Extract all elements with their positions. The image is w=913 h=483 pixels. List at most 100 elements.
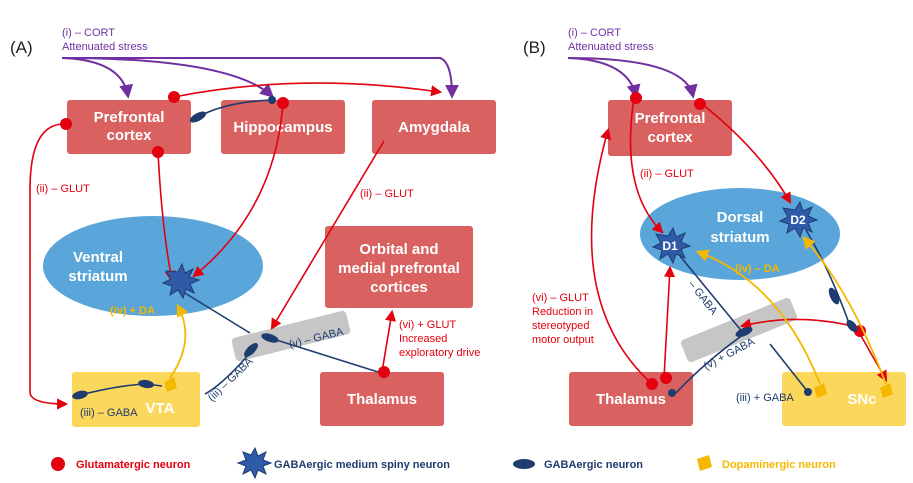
gaba-msn-d1 bbox=[651, 226, 692, 265]
dopaminergic-neuron-vta bbox=[164, 377, 177, 392]
glutamatergic-neuron-pfc-2 bbox=[60, 118, 72, 130]
hippocampus-label: Hippocampus bbox=[233, 119, 332, 136]
hippocampus-to-ventral-striatum-glut bbox=[192, 102, 284, 278]
legend-glutamatergic-label: Glutamatergic neuron bbox=[76, 459, 191, 471]
cort-to-amygdala-arrow bbox=[62, 57, 459, 99]
gaba-msn-ventral-striatum bbox=[161, 262, 201, 300]
gaba-terminal-thalamus-b bbox=[668, 389, 676, 397]
prefrontal-cortex-box bbox=[67, 100, 191, 154]
da-label-a: (iv) + DA bbox=[110, 305, 155, 317]
ventral-striatum-label-2: striatum bbox=[68, 268, 127, 285]
panel-b: (B) (i) – CORT Attenuated stress Prefron… bbox=[523, 27, 906, 426]
glutamatergic-neuron-hippocampus bbox=[277, 97, 289, 109]
prefrontal-cortex-b-label-2: cortex bbox=[647, 129, 693, 146]
band-to-thalamus-gaba bbox=[269, 337, 379, 373]
orbital-pfc-label-3: cortices bbox=[370, 279, 428, 296]
pfc-to-d1-glut bbox=[629, 97, 664, 234]
gaba-band-b bbox=[681, 297, 797, 363]
glut-label-left: (ii) – GLUT bbox=[36, 183, 90, 195]
thalamus-to-pfc-glut bbox=[590, 127, 653, 385]
gabaergic-neuron-pfc bbox=[189, 111, 207, 123]
snc-box bbox=[782, 372, 906, 426]
cort-to-pfc-b-arrow-2 bbox=[567, 57, 698, 99]
gabaergic-neuron-band-1 bbox=[261, 333, 279, 343]
dorsal-striatum-label-1: Dorsal bbox=[717, 209, 764, 226]
ventral-striatum-to-band-gaba bbox=[179, 289, 251, 334]
glutamatergic-neuron-thalamus-b-1 bbox=[646, 378, 658, 390]
legend-dopaminergic-label: Dopaminergic neuron bbox=[722, 459, 836, 471]
cort-to-hippocampus-arrow bbox=[61, 57, 275, 98]
amygdala-box bbox=[372, 100, 496, 154]
glut-vi-label-b-4: motor output bbox=[532, 334, 594, 346]
ventral-striatum-region bbox=[43, 216, 263, 316]
band-to-snc-gaba bbox=[769, 343, 809, 393]
gaba-band-a bbox=[231, 310, 351, 362]
snc-to-d2-da bbox=[802, 236, 887, 385]
orbital-medial-pfc-box bbox=[325, 226, 473, 308]
gaba-iii-diag-label: (iii) – GABA bbox=[206, 355, 256, 404]
gabaergic-neuron-vta-1 bbox=[72, 390, 88, 400]
legend-gabaergic-label: GABAergic neuron bbox=[544, 459, 643, 471]
glut-ii-label-b: (ii) – GLUT bbox=[640, 168, 694, 180]
cort-to-pfc-b-arrow-1 bbox=[567, 57, 641, 99]
prefrontal-cortex-label-1: Prefrontal bbox=[94, 109, 165, 126]
gaba-iii-label-b: (iii) + GABA bbox=[736, 392, 794, 404]
glutamatergic-neuron-thalamus-a bbox=[378, 366, 390, 378]
panel-b-letter: (B) bbox=[523, 38, 546, 57]
gabaergic-neuron-band-2 bbox=[244, 343, 258, 357]
prefrontal-cortex-box-b bbox=[608, 100, 732, 156]
pfc-to-ventral-striatum-glut bbox=[157, 151, 176, 283]
gabaergic-neuron-d2-path bbox=[828, 287, 840, 305]
panel-a: (A) (i) – CORT Attenuated stress Prefron… bbox=[10, 27, 496, 427]
legend-glutamatergic-icon bbox=[51, 457, 65, 471]
amygdala-label: Amygdala bbox=[398, 119, 470, 136]
snc-to-d1-da bbox=[695, 249, 821, 385]
vta-label: VTA bbox=[146, 400, 175, 417]
glut-vi-label-b-3: stereotyped bbox=[532, 320, 589, 332]
legend-gabaergic-icon bbox=[513, 459, 535, 469]
d2-label: D2 bbox=[790, 213, 806, 227]
gaba-iii-vta-label: (iii) – GABA bbox=[80, 407, 138, 419]
thalamus-label-b: Thalamus bbox=[596, 391, 666, 408]
glutamatergic-neuron-thalamus-b-2 bbox=[660, 372, 672, 384]
thalamus-to-d1-glut bbox=[663, 265, 676, 379]
orbital-pfc-label-1: Orbital and bbox=[359, 241, 438, 258]
ventral-striatum-label-1: Ventral bbox=[73, 249, 123, 266]
legend-dopaminergic-icon bbox=[697, 455, 712, 471]
glutamatergic-neuron-pfc-b-1 bbox=[630, 92, 642, 104]
glut-label-amygdala: (ii) – GLUT bbox=[360, 188, 414, 200]
d1-label: D1 bbox=[662, 239, 678, 253]
orbital-pfc-label-2: medial prefrontal bbox=[338, 260, 460, 277]
thalamus-to-ofc-glut bbox=[381, 309, 397, 373]
glutamatergic-neuron-pfc-1 bbox=[168, 91, 180, 103]
glut-vi-label-b-2: Reduction in bbox=[532, 306, 593, 318]
prefrontal-cortex-b-label-1: Prefrontal bbox=[635, 110, 706, 127]
glut-vi-label-a-3: exploratory drive bbox=[399, 347, 480, 359]
panel-b-cort-sublabel: Attenuated stress bbox=[568, 41, 654, 53]
panel-b-cort-label: (i) – CORT bbox=[568, 27, 621, 39]
thalamus-label-a: Thalamus bbox=[347, 391, 417, 408]
legend-msn-icon bbox=[236, 446, 273, 480]
glut-vi-label-a-2: Increased bbox=[399, 333, 447, 345]
glutamatergic-neuron-pfc-3 bbox=[152, 146, 164, 158]
dorsal-striatum-label-2: striatum bbox=[710, 229, 769, 246]
gaba-terminal-hippocampus bbox=[268, 96, 276, 104]
thalamus-box-a bbox=[320, 372, 444, 426]
panel-a-cort-label: (i) – CORT bbox=[62, 27, 115, 39]
gabaergic-neuron-band-b bbox=[735, 326, 753, 338]
dopaminergic-neuron-snc-1 bbox=[814, 383, 827, 398]
amygdala-to-gaba-band-glut bbox=[270, 140, 385, 330]
vta-to-ventral-striatum-da bbox=[169, 303, 189, 379]
legend: Glutamatergic neuron GABAergic medium sp… bbox=[51, 446, 836, 480]
snc-label: SNc bbox=[847, 391, 876, 408]
band-to-thalamus-gaba-b bbox=[675, 333, 745, 394]
cort-to-pfc-arrow bbox=[61, 57, 134, 99]
dopaminergic-neuron-snc-2 bbox=[880, 383, 893, 398]
panel-a-letter: (A) bbox=[10, 38, 33, 57]
da-label-b: (iv) – DA bbox=[735, 263, 780, 275]
gaba-terminal-snc bbox=[804, 388, 812, 396]
pfc-to-vta-glut bbox=[29, 123, 69, 410]
glut-vi-label-a-1: (vi) + GLUT bbox=[399, 319, 456, 331]
legend-msn-label: GABAergic medium spiny neuron bbox=[274, 459, 450, 471]
